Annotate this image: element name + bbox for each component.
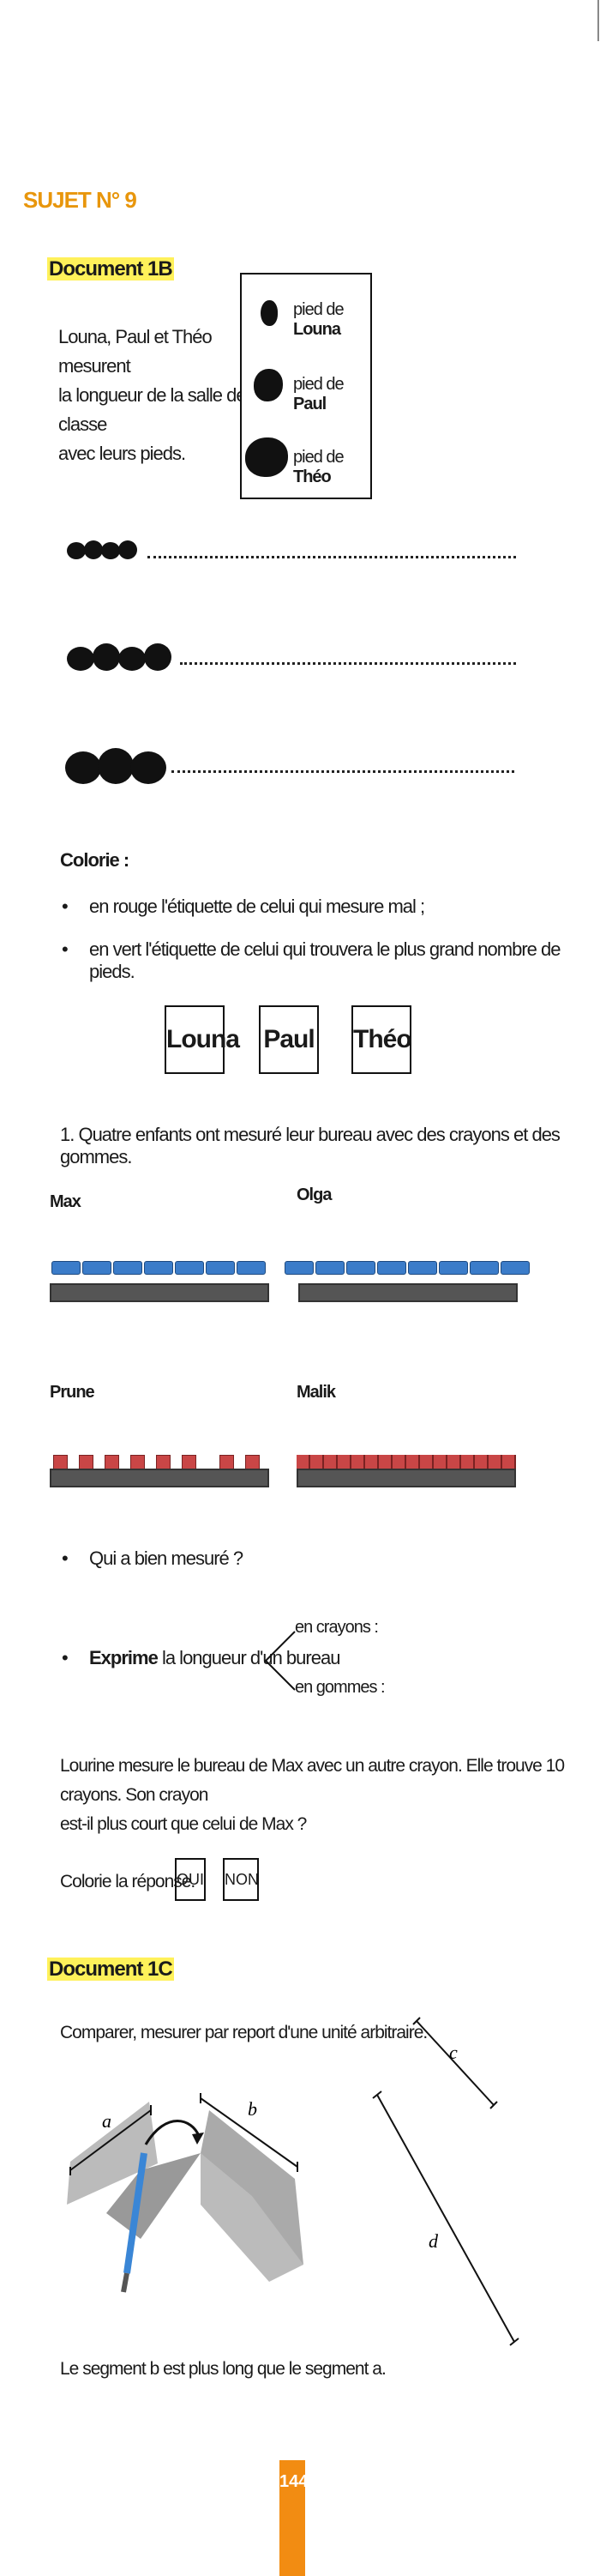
label-a: a bbox=[102, 2110, 111, 2132]
branch-crayons: en crayons : bbox=[295, 1618, 379, 1637]
doc1b-intro: Louna, Paul et Théo mesurent la longueur… bbox=[58, 326, 247, 464]
prune-desk bbox=[50, 1451, 273, 1494]
child-olga: Olga bbox=[297, 1185, 332, 1204]
page-number: 144 bbox=[279, 2460, 308, 2576]
child-malik: Malik bbox=[297, 1383, 336, 1402]
paul-measure-row bbox=[67, 643, 521, 674]
legend-theo: pied de Théo bbox=[293, 448, 345, 486]
louna-foot-icon bbox=[261, 300, 278, 326]
olga-desk bbox=[285, 1258, 533, 1309]
label-b: b bbox=[248, 2098, 257, 2120]
compass-illustration: a b bbox=[67, 2093, 303, 2293]
instruction-red: en rouge l'étiquette de celui qui mesure… bbox=[62, 896, 425, 918]
legend-paul: pied de Paul bbox=[293, 375, 345, 413]
question-who: Qui a bien mesuré ? bbox=[62, 1547, 243, 1570]
doc1c-subtitle: Comparer, mesurer par report d'une unité… bbox=[60, 2023, 428, 2042]
theo-measure-row bbox=[65, 748, 519, 786]
colorie-title: Colorie : bbox=[60, 849, 129, 871]
lourine-question: Lourine mesure le bureau de Max avec un … bbox=[60, 1756, 565, 1834]
malik-desk bbox=[297, 1451, 519, 1494]
doc1b-title: Document 1B bbox=[47, 257, 174, 281]
segments-cd: c d bbox=[372, 2017, 519, 2346]
louna-measure-row bbox=[67, 540, 521, 566]
branch-gommes: en gommes : bbox=[295, 1678, 386, 1697]
theo-foot-icon bbox=[245, 437, 288, 477]
foot-legend: pied de Louna pied de Paul pied de Théo bbox=[240, 273, 372, 499]
label-d: d bbox=[429, 2230, 439, 2252]
desk-question: 1. Quatre enfants ont mesuré leur bureau… bbox=[60, 1124, 561, 1167]
sujet-title: SUJET N° 9 bbox=[23, 187, 137, 213]
instruction-green: en vert l'étiquette de celui qui trouver… bbox=[62, 938, 600, 983]
doc1c-conclusion: Le segment b est plus long que le segmen… bbox=[60, 2359, 387, 2379]
child-prune: Prune bbox=[50, 1383, 95, 1402]
page-edge-line bbox=[597, 0, 599, 41]
label-c: c bbox=[449, 2042, 458, 2063]
branch-bracket bbox=[264, 1631, 296, 1691]
answer-non[interactable]: NON bbox=[223, 1858, 259, 1901]
answer-oui[interactable]: OUI bbox=[175, 1858, 206, 1901]
label-louna[interactable]: Louna bbox=[165, 1005, 240, 1074]
max-desk bbox=[50, 1258, 269, 1309]
label-paul[interactable]: Paul bbox=[259, 1005, 319, 1074]
doc1c-title: Document 1C bbox=[47, 1958, 174, 1981]
label-theo[interactable]: Théo bbox=[351, 1005, 412, 1074]
colorie-reponse: Colorie la réponse. bbox=[60, 1872, 195, 1891]
legend-louna: pied de Louna bbox=[293, 300, 345, 339]
question-express: Exprime la longueur d'un bureau bbox=[62, 1647, 340, 1669]
paul-foot-icon bbox=[254, 369, 283, 401]
child-max: Max bbox=[50, 1192, 81, 1211]
